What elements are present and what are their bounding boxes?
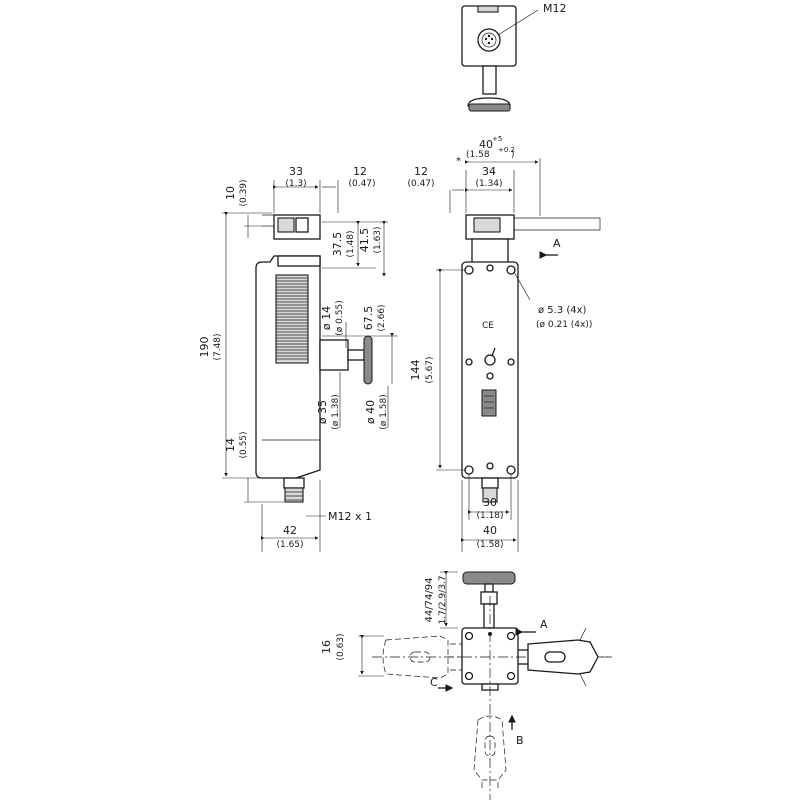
- bottom-len-set: 44/74/94: [424, 578, 435, 623]
- connector-thread-label: M12 x 1: [328, 510, 372, 523]
- side-width-42-in: (1.65): [276, 540, 303, 550]
- front-width-34-in: (1.34): [475, 179, 502, 189]
- view-c-label: C: [430, 676, 438, 689]
- front-top-40-in: (1.58: [466, 150, 490, 160]
- side-width-42: 42: [283, 524, 297, 537]
- side-dia-35: ø 35: [316, 400, 329, 424]
- front-height-144: 144: [409, 360, 422, 381]
- bottom-shaft: [483, 603, 495, 629]
- bottom-h-16-in: (0.63): [336, 633, 346, 660]
- m12-connector-icon: [477, 28, 501, 52]
- side-dia-40: ø 40: [364, 400, 377, 424]
- bottom-knob: [462, 571, 516, 585]
- side-len-67-5: 67.5: [362, 306, 375, 331]
- lock-icon: [486, 372, 494, 380]
- mount-hole-icon: [464, 265, 474, 275]
- front-view: CE 40 +5 (1.58 +0.2 ) * 12 (0.47) 34 (1.…: [407, 135, 601, 552]
- top-view-shaft: [482, 65, 497, 95]
- front-hole-in: (ø 0.21 (4x)): [536, 320, 592, 330]
- bottom-h-16: 16: [320, 640, 333, 654]
- side-dia-35-in: (ø 1.38): [331, 394, 341, 429]
- mount-hole-icon: [464, 465, 474, 475]
- side-dia-14-in: (ø 0.55): [335, 300, 345, 335]
- view-a-label-front: A: [553, 237, 561, 250]
- front-offset-12-in: (0.47): [407, 179, 434, 189]
- front-width-30-in: (1.18): [476, 511, 503, 521]
- front-width-40: 40: [483, 524, 497, 537]
- bottom-len-set-in: 1.7/2.9/3.7: [438, 575, 448, 624]
- front-height-144-in: (5.67): [425, 356, 435, 383]
- front-top-40-in-close: ): [511, 150, 515, 160]
- side-len-67-5-in: (2.66): [377, 304, 387, 331]
- side-shaft: [347, 349, 365, 361]
- side-h-37-5-in: (1.48): [346, 230, 356, 257]
- front-housing: [461, 261, 519, 479]
- connector-top-label: M12: [543, 2, 567, 15]
- front-offset-12: 12: [414, 165, 428, 178]
- front-m12-connector: [482, 487, 498, 503]
- side-m12-connector: [284, 487, 304, 503]
- view-b-label: B: [516, 734, 524, 747]
- side-offset-12: 12: [353, 165, 367, 178]
- unlock-icon: [484, 354, 496, 366]
- left-actuator-outline: [382, 635, 449, 679]
- side-bottom-14-in: (0.55): [239, 431, 249, 458]
- ce-mark: CE: [482, 321, 494, 331]
- side-height-190-in: (7.48): [213, 333, 223, 360]
- side-shaft-collar: [319, 339, 349, 371]
- top-view-knob: [468, 103, 511, 112]
- front-width-40-in: (1.58): [476, 540, 503, 550]
- asterisk: *: [456, 156, 461, 167]
- side-width-33-in: (1.3): [285, 179, 306, 189]
- side-bottom-14: 14: [224, 438, 237, 452]
- view-a-label-bottom: A: [540, 618, 548, 631]
- side-dia-14: ø 14: [320, 306, 333, 330]
- side-h-41-5: 41.5: [358, 228, 371, 253]
- side-h-41-5-in: (1.63): [373, 226, 383, 253]
- front-top-40-in-sup: +0.2: [498, 146, 515, 154]
- side-width-33: 33: [289, 165, 303, 178]
- front-width-30: 30: [483, 496, 497, 509]
- side-h-37-5: 37.5: [331, 232, 344, 257]
- side-top-10: 10: [224, 186, 237, 200]
- front-width-34: 34: [482, 165, 496, 178]
- front-top-40: 40: [479, 138, 493, 151]
- top-view-cap: [477, 5, 499, 13]
- side-height-190: 190: [198, 337, 211, 358]
- front-top-40-sup: +5: [492, 135, 502, 143]
- side-view: 33 (1.3) 12 (0.47) 190 (7.48) 10 (0.39) …: [198, 165, 398, 552]
- side-top-10-in: (0.39): [239, 179, 249, 206]
- top-view: M12: [461, 2, 567, 112]
- front-status-led: [481, 389, 497, 417]
- side-offset-12-in: (0.47): [348, 179, 375, 189]
- bottom-view: A C B 44/74/94 1.7/2.9/3.7 16 (0.63): [320, 571, 612, 800]
- mount-hole-icon: [506, 265, 516, 275]
- front-hole: ø 5.3 (4x): [538, 305, 587, 316]
- side-dia-40-in: (ø 1.58): [379, 394, 389, 429]
- bottom-actuator-outline: [473, 715, 507, 781]
- mount-hole-icon: [506, 465, 516, 475]
